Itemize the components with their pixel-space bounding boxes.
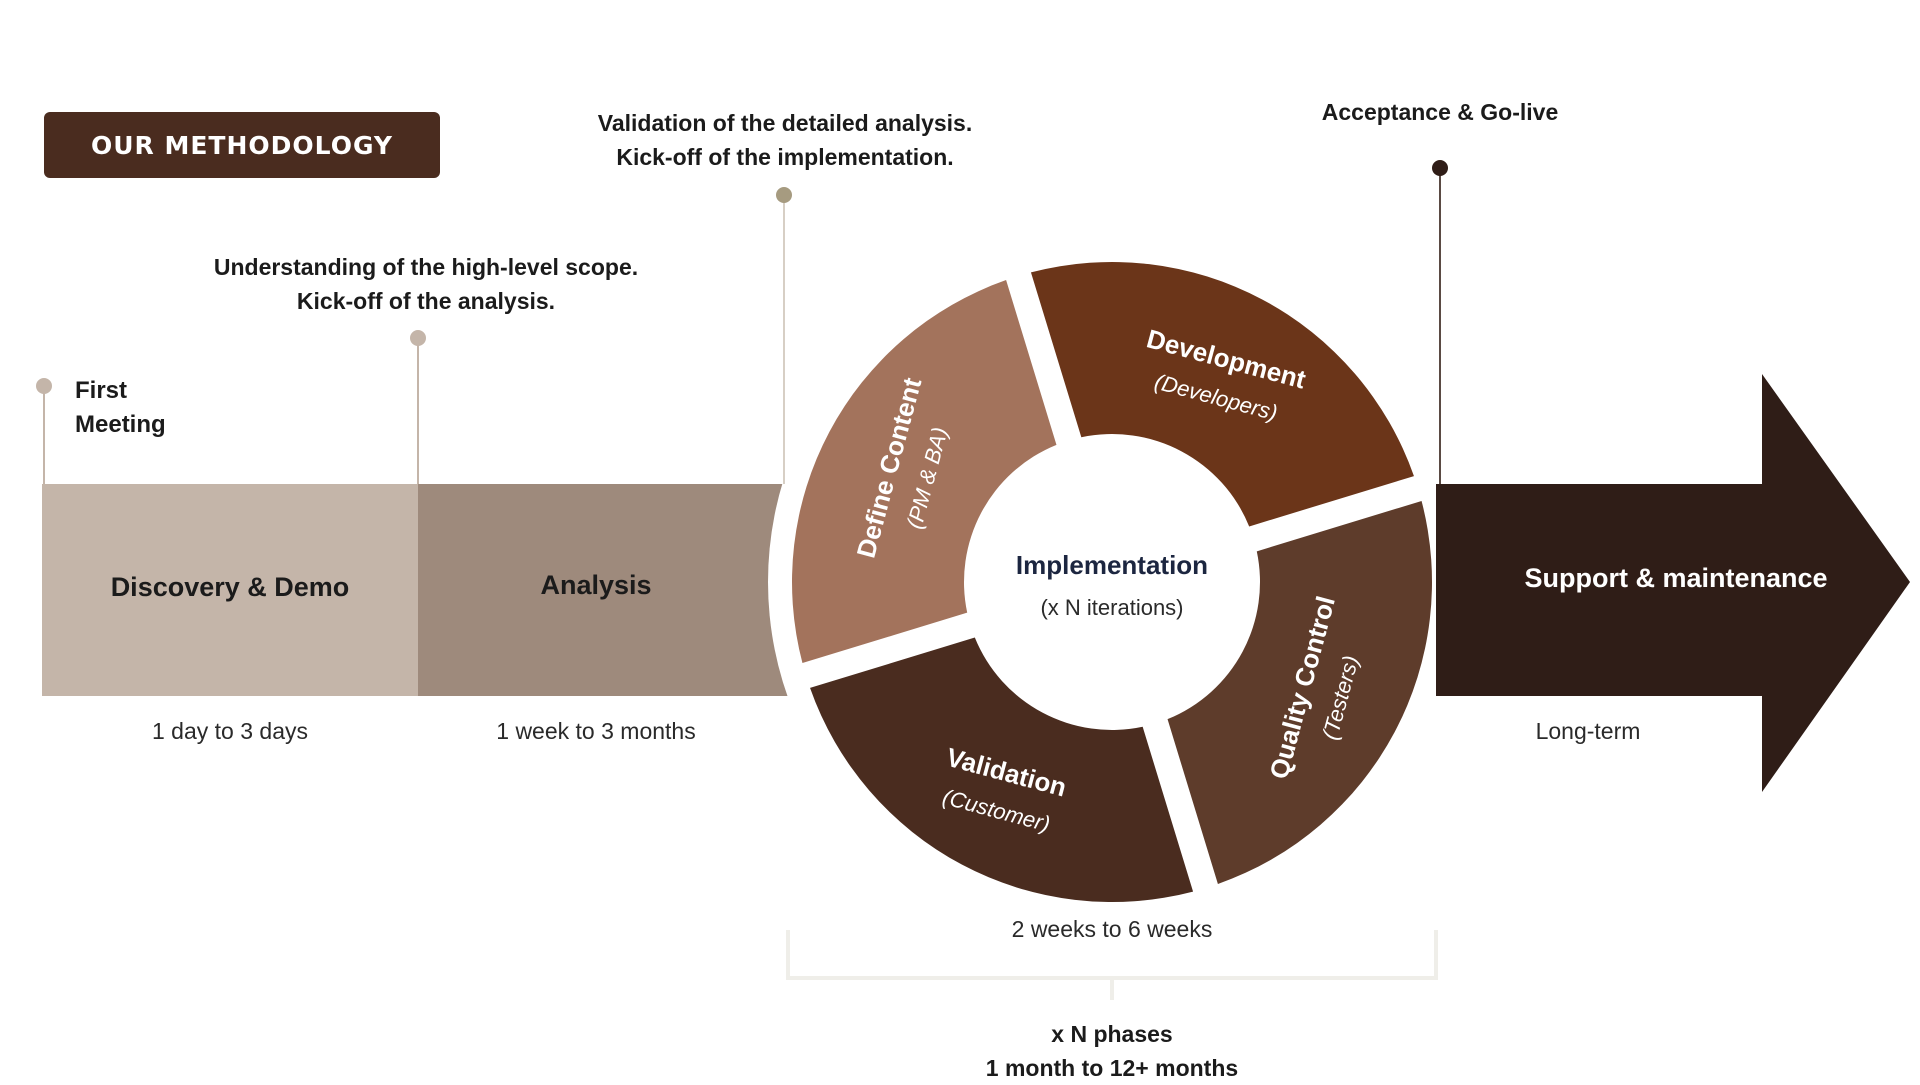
validation-pin-dot [776, 187, 792, 203]
first-meeting-pin-dot [36, 378, 52, 394]
first-meeting-line1: First [75, 377, 128, 404]
cycle-segment-quality-control [1167, 500, 1432, 884]
support-arrow [1436, 374, 1910, 792]
cycle-duration: 2 weeks to 6 weeks [1011, 916, 1213, 942]
discovery-label: Discovery & Demo [110, 572, 350, 602]
phases-duration: 1 month to 12+ months [985, 1055, 1239, 1081]
cycle-segment-development [1030, 262, 1414, 527]
implementation-cycle: Development(Developers)Quality Control(T… [792, 262, 1432, 902]
scope-pin-dot [410, 330, 426, 346]
phases-footer: x N phases 1 month to 12+ months [912, 1017, 1312, 1085]
phases-bracket [786, 930, 1438, 1000]
golive-pin-dot [1432, 160, 1448, 176]
cycle-segment-define-content [792, 280, 1057, 664]
analysis-duration: 1 week to 3 months [496, 718, 696, 744]
validation-line1: Validation of the detailed analysis. [597, 110, 973, 136]
cycle-center-subtitle: (x N iterations) [1040, 595, 1183, 620]
analysis-label: Analysis [540, 570, 652, 600]
golive-label: Acceptance & Go-live [1321, 99, 1559, 125]
scope-note: Understanding of the high-level scope. K… [176, 250, 676, 318]
scope-line2: Kick-off of the analysis. [296, 288, 556, 314]
validation-line2: Kick-off of the implementation. [616, 144, 954, 170]
support-duration: Long-term [1535, 718, 1641, 744]
discovery-phase-bar [42, 484, 418, 696]
phases-count: x N phases [1051, 1021, 1173, 1047]
methodology-badge: OUR METHODOLOGY [44, 112, 440, 178]
discovery-duration: 1 day to 3 days [152, 718, 308, 744]
badge-label: OUR METHODOLOGY [90, 130, 394, 160]
scope-line1: Understanding of the high-level scope. [213, 254, 639, 280]
cycle-center-title: Implementation [1016, 550, 1208, 580]
validation-note: Validation of the detailed analysis. Kic… [535, 106, 1035, 174]
first-meeting-line2: Meeting [75, 411, 166, 438]
support-label: Support & maintenance [1524, 563, 1828, 593]
cycle-segment-validation [810, 637, 1194, 902]
golive-note: Acceptance & Go-live [1290, 95, 1590, 129]
first-meeting-note: First Meeting [75, 374, 166, 442]
analysis-phase-bar [418, 484, 790, 696]
